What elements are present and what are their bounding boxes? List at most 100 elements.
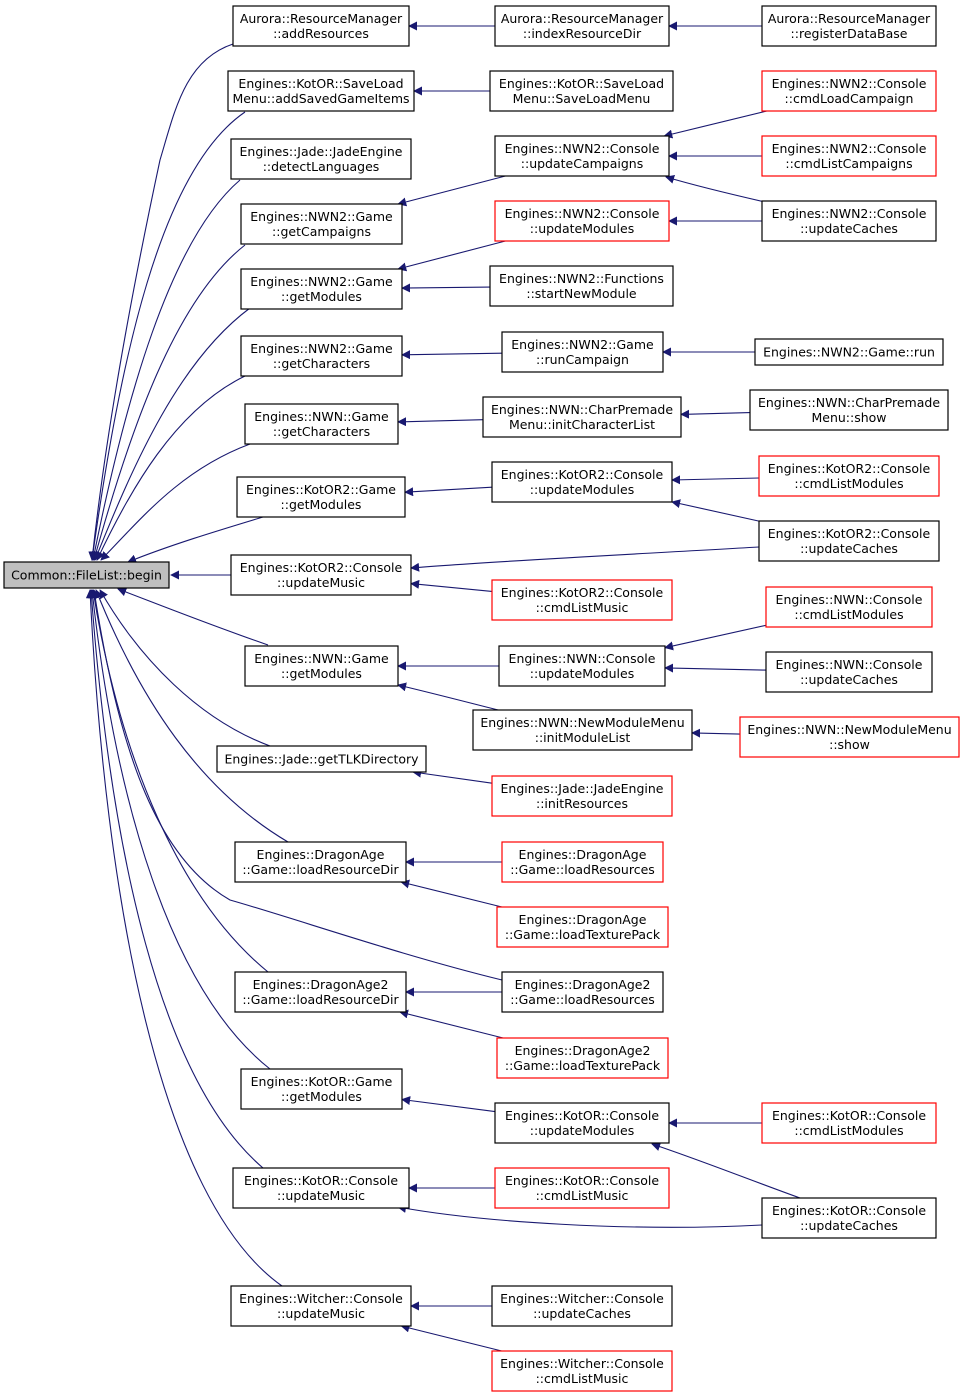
edge-line	[680, 409, 751, 419]
node-registerDataBase[interactable]: Aurora::ResourceManager::registerDataBas…	[761, 5, 937, 47]
node-box	[496, 1037, 669, 1079]
node-kotor2GetModules[interactable]: Engines::KotOR2::Game::getModules	[236, 476, 406, 518]
node-label-line: ::getCharacters	[273, 424, 370, 439]
node-label-line: ::updateModules	[530, 482, 634, 497]
node-box	[240, 335, 403, 377]
node-witcherUpdateCaches[interactable]: Engines::Witcher::Console::updateCaches	[491, 1285, 673, 1327]
node-nwn2UpdateCaches[interactable]: Engines::NWN2::Console::updateCaches	[761, 200, 937, 242]
node-label-line: ::updateMusic	[277, 1188, 365, 1203]
edge-line	[127, 516, 264, 564]
node-nwn2RunCampaign[interactable]: Engines::NWN2::Game::runCampaign	[501, 331, 664, 373]
node-label-line: ::getCampaigns	[272, 224, 371, 239]
node-label-line: ::updateModules	[530, 666, 634, 681]
node-nwn2CmdLoadCampaign[interactable]: Engines::NWN2::Console::cmdLoadCampaign	[761, 70, 937, 112]
node-label-line: Engines::KotOR::Console	[505, 1173, 659, 1188]
node-daLoadResourceDir[interactable]: Engines::DragonAge::Game::loadResourceDi…	[234, 841, 407, 883]
node-nwn2GetModules[interactable]: Engines::NWN2::Game::getModules	[240, 268, 403, 310]
node-label-line: Engines::Jade::JadeEngine	[501, 781, 664, 796]
edge-nwnCmdListModules-to-nwnUpdateModules	[664, 624, 767, 651]
node-label-line: ::updateModules	[530, 221, 634, 236]
node-SaveLoadMenu[interactable]: Engines::KotOR::SaveLoadMenu::SaveLoadMe…	[489, 70, 674, 112]
node-label-line: Engines::NWN2::Console	[505, 141, 660, 156]
node-kotorUpdateCaches[interactable]: Engines::KotOR::Console::updateCaches	[761, 1197, 937, 1239]
node-kotor2CmdListModules[interactable]: Engines::KotOR2::Console::cmdListModules	[758, 455, 940, 497]
node-label-line: Engines::DragonAge	[519, 912, 647, 927]
node-kotor2UpdateMusic[interactable]: Engines::KotOR2::Console::updateMusic	[230, 554, 412, 596]
node-kotorGetModules[interactable]: Engines::KotOR::Game::getModules	[240, 1068, 403, 1110]
node-nwn2UpdateCampaigns[interactable]: Engines::NWN2::Console::updateCampaigns	[494, 135, 670, 177]
edge-line	[399, 1009, 504, 1039]
node-nwn2StartNewModule[interactable]: Engines::NWN2::Functions::startNewModule	[489, 265, 674, 307]
node-label-line: ::addResources	[273, 26, 369, 41]
edge-witcherCmdListMusic-to-witcherUpdateMusic	[400, 1323, 502, 1352]
node-label-line: ::getModules	[281, 666, 362, 681]
node-da2LoadResourceDir[interactable]: Engines::DragonAge2::Game::loadResourceD…	[234, 971, 407, 1013]
node-nwn2UpdateModules[interactable]: Engines::NWN2::Console::updateModules	[494, 200, 670, 242]
edge-line	[397, 417, 484, 427]
node-box	[232, 1167, 410, 1209]
edge-line	[90, 589, 503, 981]
edge-line	[665, 174, 766, 203]
node-jadeGetTLKDirectory[interactable]: Engines::Jade::getTLKDirectory	[216, 745, 427, 773]
node-kotor2UpdateCaches[interactable]: Engines::KotOR2::Console::updateCaches	[758, 520, 940, 562]
node-kotorCmdListMusic[interactable]: Engines::KotOR::Console::cmdListMusic	[494, 1167, 670, 1209]
node-da2LoadTexturePack[interactable]: Engines::DragonAge2::Game::loadTexturePa…	[496, 1037, 669, 1079]
node-nwnUpdateCaches[interactable]: Engines::NWN::Console::updateCaches	[765, 651, 933, 693]
node-nwn2GetCampaigns[interactable]: Engines::NWN2::Game::getCampaigns	[240, 203, 403, 245]
node-nwnUpdateModules[interactable]: Engines::NWN::Console::updateModules	[498, 645, 666, 687]
node-daLoadResources[interactable]: Engines::DragonAge::Game::loadResources	[501, 841, 664, 883]
edge-line	[88, 589, 271, 1070]
node-nwnCmdListModules[interactable]: Engines::NWN::Console::cmdListModules	[765, 586, 933, 628]
node-box	[230, 138, 412, 180]
node-nwnInitModuleList[interactable]: Engines::NWN::NewModuleMenu::initModuleL…	[472, 709, 693, 751]
node-label-line: Engines::NWN2::Game	[250, 274, 393, 289]
node-nwnGetModules[interactable]: Engines::NWN::Game::getModules	[244, 645, 399, 687]
edge-line	[651, 1142, 801, 1199]
node-label-line: ::cmdListMusic	[536, 1371, 629, 1386]
node-daLoadTexturePack[interactable]: Engines::DragonAge::Game::loadTexturePac…	[496, 906, 669, 948]
node-kotorCmdListModules[interactable]: Engines::KotOR::Console::cmdListModules	[761, 1102, 937, 1144]
node-box	[761, 70, 937, 112]
node-jadeInitResources[interactable]: Engines::Jade::JadeEngine::initResources	[491, 775, 673, 817]
node-witcherCmdListMusic[interactable]: Engines::Witcher::Console::cmdListMusic	[491, 1350, 673, 1392]
node-detectLanguages[interactable]: Engines::Jade::JadeEngine::detectLanguag…	[230, 138, 412, 180]
node-da2LoadResources[interactable]: Engines::DragonAge2::Game::loadResources	[501, 971, 664, 1013]
node-kotor2UpdateModules[interactable]: Engines::KotOR2::Console::updateModules	[491, 461, 673, 503]
node-kotorUpdateModules[interactable]: Engines::KotOR::Console::updateModules	[494, 1102, 670, 1144]
node-label-line: ::Game::loadTexturePack	[505, 1058, 661, 1073]
node-label-line: Menu::initCharacterList	[509, 417, 655, 432]
node-box	[749, 389, 949, 431]
node-box	[234, 971, 407, 1013]
node-nwn2CmdListCampaigns[interactable]: Engines::NWN2::Console::cmdListCampaigns	[761, 135, 937, 177]
node-witcherUpdateMusic[interactable]: Engines::Witcher::Console::updateMusic	[230, 1285, 412, 1327]
node-addSavedGameItems[interactable]: Engines::KotOR::SaveLoadMenu::addSavedGa…	[227, 70, 415, 112]
edge-line	[88, 111, 246, 561]
edge-nwn2UpdateCaches-to-nwn2UpdateCampaigns	[665, 174, 766, 203]
node-label-line: Engines::KotOR2::Console	[501, 467, 664, 482]
node-box	[494, 135, 670, 177]
edge-kotor2UpdateCaches-to-kotor2UpdateModules	[671, 499, 760, 522]
node-nwnInitCharacterList[interactable]: Engines::NWN::CharPremadeMenu::initChara…	[482, 396, 682, 438]
node-kotor2CmdListMusic[interactable]: Engines::KotOR2::Console::cmdListMusic	[491, 579, 673, 621]
node-label-line: Menu::show	[811, 410, 886, 425]
node-box	[758, 455, 940, 497]
node-addResources[interactable]: Aurora::ResourceManager::addResources	[232, 5, 410, 47]
root-node[interactable]: Common::FileList::begin	[3, 561, 170, 589]
node-label-line: Engines::NWN::CharPremade	[491, 402, 673, 417]
node-nwnNewModuleMenuShow[interactable]: Engines::NWN::NewModuleMenu::show	[739, 716, 960, 758]
node-label-line: Engines::NWN::NewModuleMenu	[747, 722, 951, 737]
node-nwn2Run[interactable]: Engines::NWN2::Game::run	[754, 338, 944, 366]
node-nwn2GetCharacters[interactable]: Engines::NWN2::Game::getCharacters	[240, 335, 403, 377]
node-indexResourceDir[interactable]: Aurora::ResourceManager::indexResourceDi…	[494, 5, 670, 47]
node-label-line: ::runCampaign	[536, 352, 629, 367]
edge-kotorUpdateModules-to-kotorGetModules	[401, 1096, 496, 1113]
node-label-line: Engines::NWN2::Game::run	[763, 345, 935, 360]
node-nwnGetCharacters[interactable]: Engines::NWN::Game::getCharacters	[244, 403, 399, 445]
node-box	[244, 403, 399, 445]
node-label-line: Engines::NWN2::Console	[505, 206, 660, 221]
edge-nwnGetCharacters-to-root	[100, 443, 251, 561]
edge-da2LoadResources-to-root	[90, 589, 503, 981]
node-box	[482, 396, 682, 438]
node-kotorUpdateMusic[interactable]: Engines::KotOR::Console::updateMusic	[232, 1167, 410, 1209]
